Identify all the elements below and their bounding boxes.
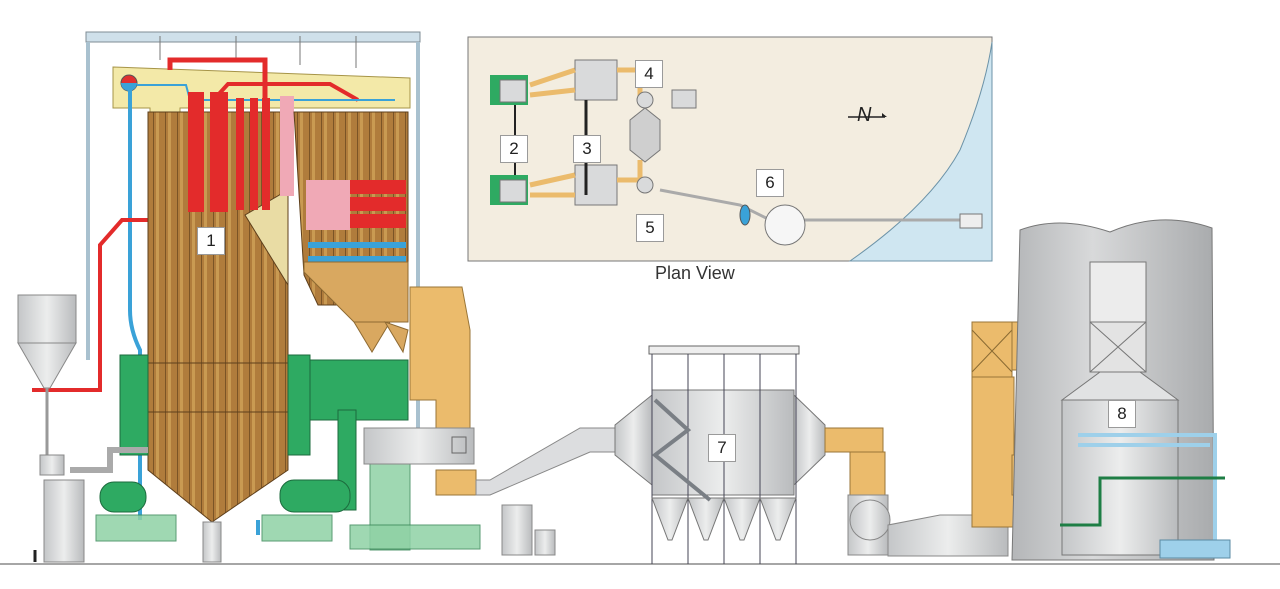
limestone-silo-and-mill [17,294,148,563]
north-arrow-icon [848,113,887,118]
plan-view-inset [467,36,993,262]
fabric-filter [614,345,826,564]
steam-drum-penthouse [112,57,411,121]
hot-air-pipe [32,218,150,392]
stack-and-scrubber [1011,219,1231,561]
callout-2: 2 [500,135,528,163]
callout-6: 6 [756,169,784,197]
ash-outlet [202,521,222,563]
callout-8: 8 [1108,400,1136,428]
convective-backpass [293,111,409,354]
callout-4: 4 [635,60,663,88]
callout-1: 1 [197,227,225,255]
fan-assembly [501,504,556,556]
callout-7: 7 [708,434,736,462]
furnace [147,92,294,523]
north-label: N [857,104,872,126]
callout-3: 3 [573,135,601,163]
air-heater-fans [95,354,481,551]
callout-5: 5 [636,214,664,242]
plan-view-caption: Plan View [655,263,735,283]
flue-gas-duct [409,286,626,496]
downcomer-pipe [128,90,142,520]
